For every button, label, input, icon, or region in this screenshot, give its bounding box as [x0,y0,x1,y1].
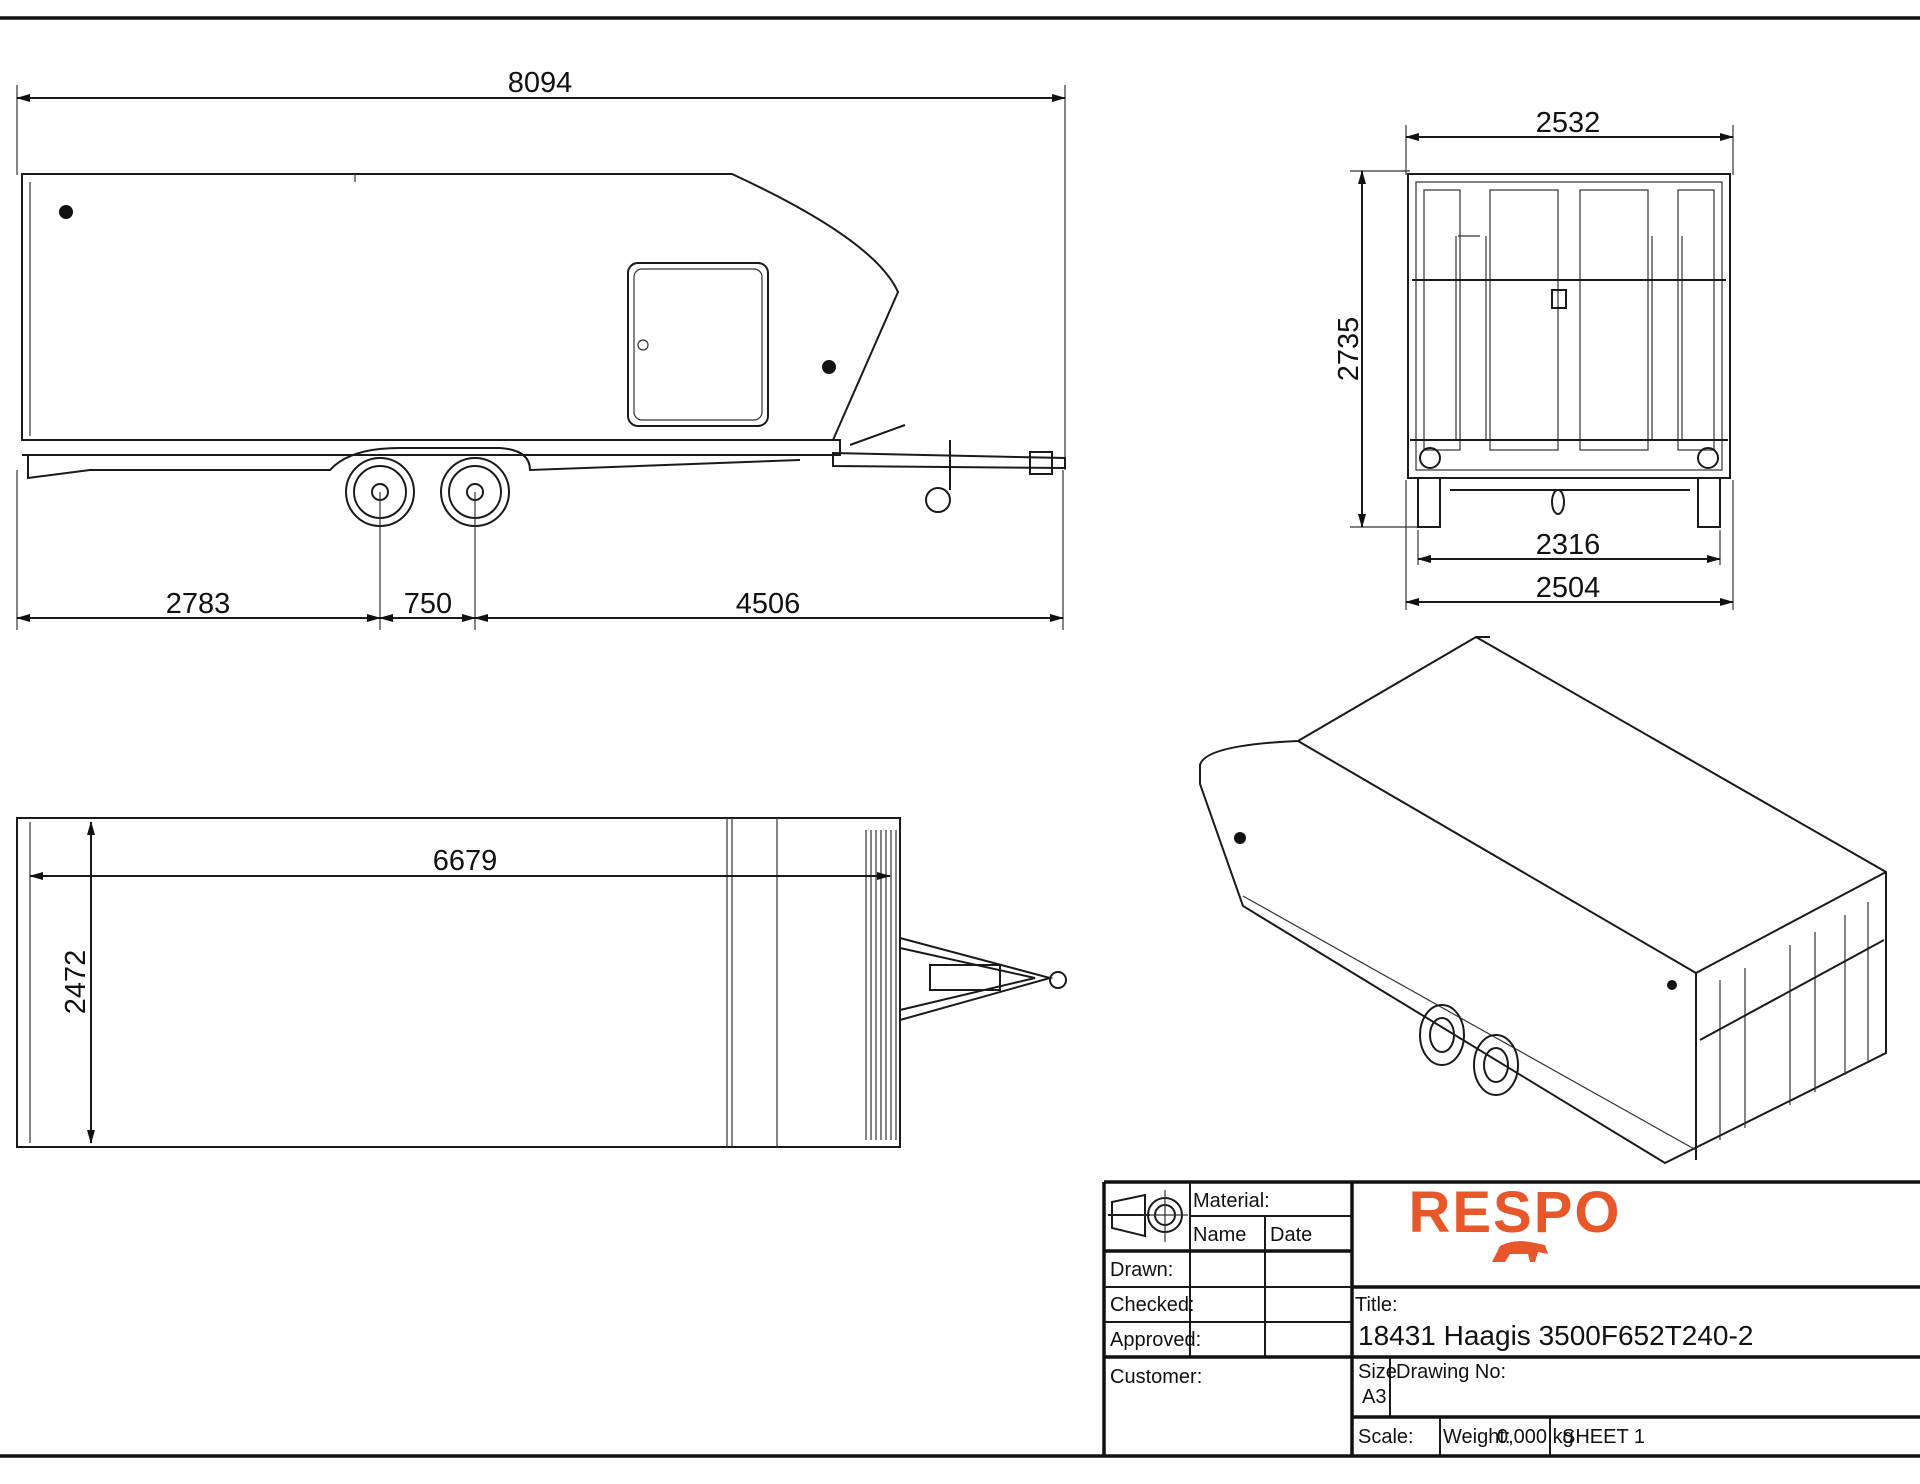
dimension-track: 2316 [1536,529,1601,561]
top-view: 6679 2472 [16,817,1067,1148]
dimension-body-length: 6679 [433,845,498,877]
checked-label: Checked: [1110,1294,1195,1316]
coupling-ball [1049,971,1067,989]
logo-text: RESPO [1408,1180,1621,1245]
name-column-header: Name [1193,1224,1246,1246]
dimension-overall-length: 8094 [508,67,573,99]
respo-logo: RESPO [1408,1180,1621,1262]
size-value: A3 [1362,1386,1386,1408]
dimension-overall-width: 2532 [1536,107,1601,139]
wheel [1473,1034,1519,1096]
title-label: Title: [1355,1294,1398,1316]
jockey-wheel [925,487,951,513]
dimension-axle-spacing: 750 [404,588,452,620]
marker-light [822,360,836,374]
approved-label: Approved: [1110,1329,1201,1351]
rear-light [1697,447,1719,469]
weight-value: 0,000 kg [1497,1426,1574,1448]
sheet-label: SHEET 1 [1562,1426,1645,1448]
side-view: 8094 2783 750 4506 [16,67,1066,630]
chassis-frame [27,447,801,480]
rear-doors-iso [1699,902,1885,1140]
isometric-view [1199,635,1887,1165]
door-lock-icon [637,339,649,351]
drawbar [832,451,1066,470]
dimension-height: 2735 [1333,317,1365,382]
rear-door-lock [1551,289,1567,309]
side-door [627,262,769,427]
customer-label: Customer: [1110,1366,1202,1388]
projection-symbol-icon [1108,1190,1188,1242]
dimension-width-base: 2504 [1536,572,1601,604]
drawing-title: 18431 Haagis 3500F652T240-2 [1358,1320,1753,1351]
scale-label: Scale: [1358,1426,1414,1448]
trailer-body-side [21,173,900,441]
drawing-number-label: Drawing No: [1396,1361,1506,1383]
marker-light [59,205,73,219]
coupling-head [1029,451,1053,475]
trailer-body-top [16,817,901,1148]
coupling-mechanism [929,964,1001,991]
material-label: Material: [1193,1190,1270,1212]
front-view: 2532 2735 2316 2504 [1333,107,1734,610]
size-label: Size [1358,1361,1397,1383]
rear-light [1419,447,1441,469]
weight-label: Weight: [1443,1426,1510,1448]
date-column-header: Date [1270,1224,1312,1246]
front-grille [865,830,897,1140]
dimension-body-width: 2472 [60,950,92,1015]
title-block: Material: Name Date Drawn: Checked: Appr… [1102,1180,1920,1456]
dimension-rear-to-axle: 2783 [166,588,231,620]
dimension-axle-to-coupling: 4506 [736,588,801,620]
drawn-label: Drawn: [1110,1259,1173,1281]
bull-icon [1492,1241,1548,1262]
trailer-body-iso [1199,635,1887,1165]
wheel [1419,1004,1465,1066]
